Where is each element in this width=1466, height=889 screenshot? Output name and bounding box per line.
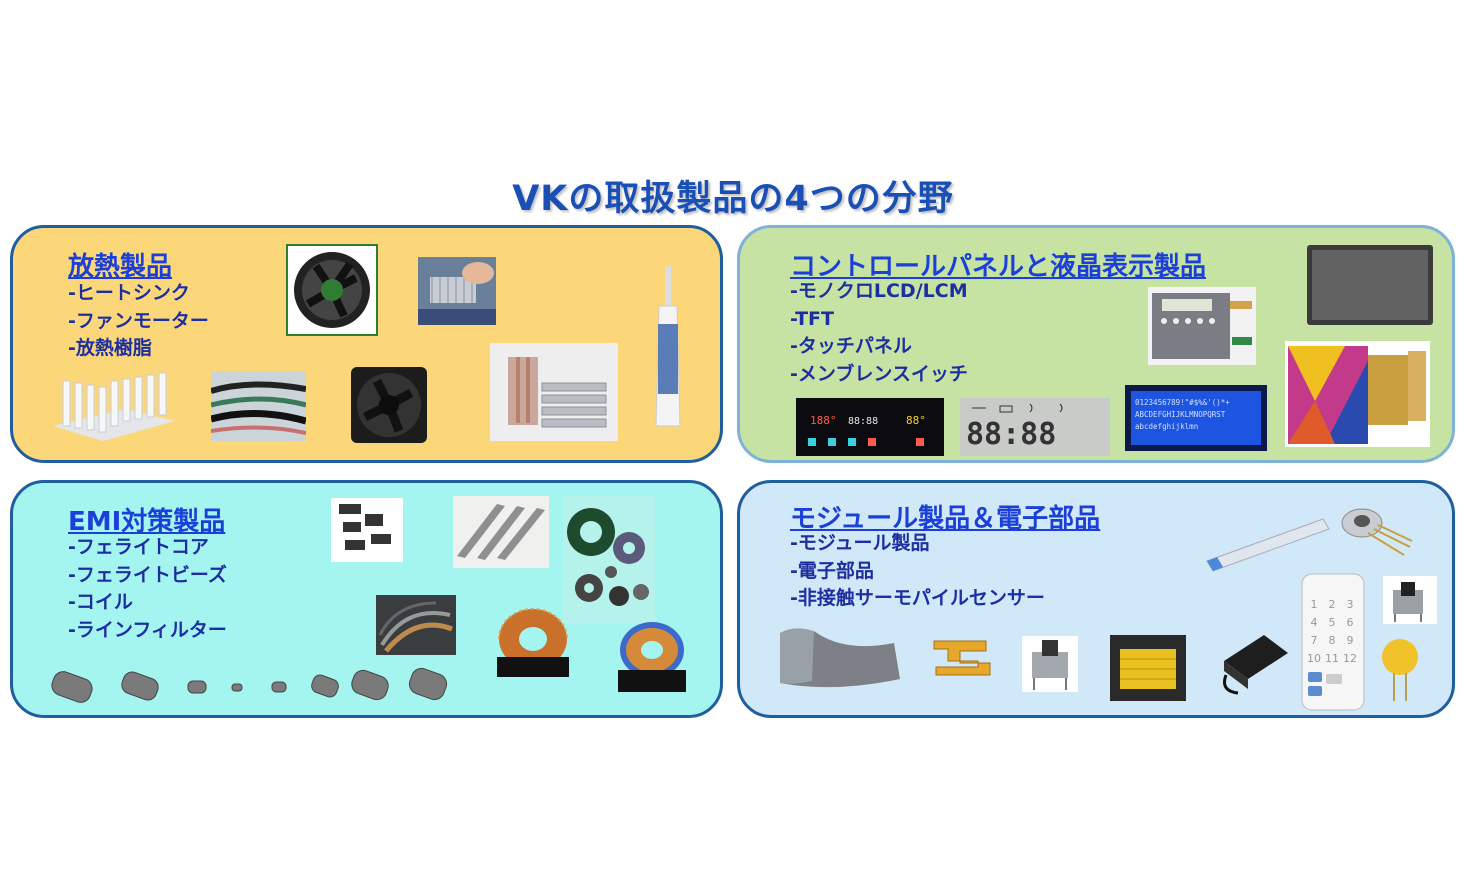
heatpipe-image [490,343,618,441]
toroid-coil-image [610,618,694,698]
shielding-strips-image [376,595,456,655]
remote-control-image: 1 2 3 4 5 6 7 8 9 10 11 12 [1300,572,1366,712]
module-heading[interactable]: モジュール製品＆電子部品 [790,504,1101,534]
keypad-digit: 8 [1329,634,1336,647]
cpu-heatsink-image [418,257,496,325]
ferrite-beads-row-image [48,663,458,713]
list-item: -フェライトビーズ [68,563,227,586]
keypad-digit: 7 [1311,634,1318,647]
emi-heading[interactable]: EMI対策製品 [68,507,226,537]
list-item: -放熱樹脂 [68,337,152,359]
lcd-row: abcdefghijklmn [1135,422,1198,431]
svg-text:88°: 88° [906,414,926,427]
round-fan-image [286,244,378,336]
ceramic-capacitor-image [1378,637,1422,703]
emi-list: -フェライトコア -フェライトビーズ -コイル -ラインフィルター [68,534,227,644]
tact-switch-image [1383,576,1437,624]
monochrome-segment-lcd-image: 88:88 [960,398,1110,456]
lcd-row: 0123456789!"#$%&'()*+ [1135,398,1230,407]
svg-text:88:88: 88:88 [848,416,878,427]
tft-monitor-image [1307,245,1433,325]
list-item: -モジュール製品 [790,532,930,554]
keypad-digit: 4 [1311,616,1318,629]
list-item: -非接触サーモパイルセンサー [790,587,1045,609]
ferrite-chips-image [331,498,403,562]
list-item: -モノクロLCD/LCM [790,280,968,302]
page-title: VKの取扱製品の4つの分野 [512,179,954,219]
list-item: -フェライトコア [68,536,209,558]
push-switch-image [1022,636,1078,692]
keypad-digit: 2 [1329,598,1336,611]
list-item: -ラインフィルター [68,618,227,641]
keypad-digit: 9 [1347,634,1354,647]
display-list: -モノクロLCD/LCM -TFT -タッチパネル -メンブレンスイッチ [790,278,968,388]
blood-pressure-cuff-image [774,623,904,693]
keypad-digit: 12 [1343,652,1357,665]
thermal-resin-tube-image [653,266,683,434]
keypad-digit: 1 [1311,598,1318,611]
keypad-digit: 6 [1347,616,1354,629]
list-item: -TFT [790,307,834,330]
transformer-image [1106,627,1190,707]
ferrite-bars-image [453,496,549,568]
tft-module-image [1285,341,1430,447]
thermopile-sensor-image [1338,503,1414,559]
lcd-digits: 88:88 [966,417,1056,452]
keypad-digit: 10 [1307,652,1321,665]
ferrite-cores-image [563,496,655,624]
display-products-panel: コントロールパネルと液晶表示製品 -モノクロLCD/LCM -TFT -タッチパ… [737,225,1455,463]
square-fan-image [349,365,429,445]
svg-text:188°: 188° [810,414,837,427]
keypad-digit: 11 [1325,652,1339,665]
heat-list: -ヒートシンク -ファンモーター -放熱樹脂 [68,280,209,363]
module-list: -モジュール製品 -電子部品 -非接触サーモパイルセンサー [790,530,1045,613]
toroid-coil-image [485,603,581,683]
heat-heading[interactable]: 放熱製品 [68,252,173,282]
list-item: -ヒートシンク [68,282,190,304]
color-segment-lcd-image: 188° 88:88 88° [796,398,944,456]
lcd-row: ABCDEFGHIJKLMNOPQRST [1135,410,1226,419]
flat-cable-image [1205,513,1331,573]
membrane-switch-image [1148,287,1256,365]
keypad-digit: 3 [1347,598,1354,611]
character-lcd-image: 0123456789!"#$%&'()*+ ABCDEFGHIJKLMNOPQR… [1125,385,1267,451]
heat-shrink-tubes-image [211,371,306,441]
list-item: -コイル [68,591,133,613]
list-item: -メンブレンスイッチ [790,362,968,385]
keypad-digit: 5 [1329,616,1336,629]
ac-adapter-image [1216,631,1294,697]
list-item: -電子部品 [790,559,874,582]
heat-products-panel: 放熱製品 -ヒートシンク -ファンモーター -放熱樹脂 [10,225,723,463]
flex-pcb-image [930,633,996,681]
pin-heatsink-image [53,371,175,441]
display-heading[interactable]: コントロールパネルと液晶表示製品 [790,252,1207,282]
module-products-panel: モジュール製品＆電子部品 -モジュール製品 -電子部品 -非接触サーモパイルセン… [737,480,1455,718]
list-item: -ファンモーター [68,309,209,332]
emi-products-panel: EMI対策製品 -フェライトコア -フェライトビーズ -コイル -ラインフィルタ… [10,480,723,718]
list-item: -タッチパネル [790,335,912,357]
